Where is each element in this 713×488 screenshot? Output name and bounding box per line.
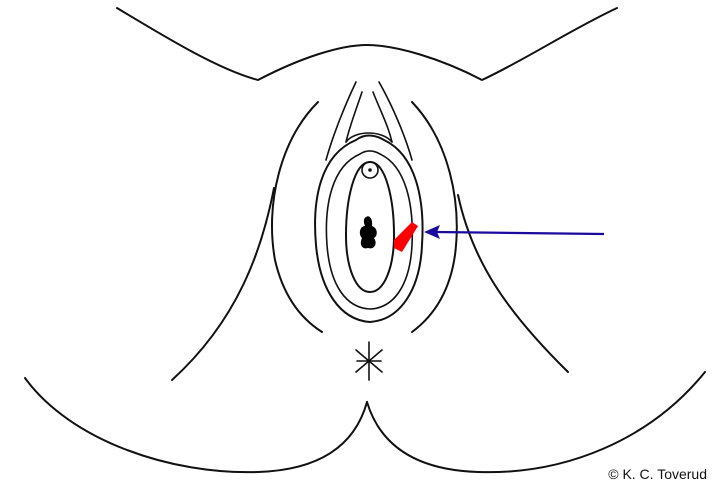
anus-marker [356,342,382,380]
copyright-credit: © K. C. Toverud [608,466,707,482]
lower-left-contour [25,378,367,472]
left-inner-curve [172,188,274,380]
outer-fold-right [412,102,457,332]
pointer-arrow-shaft [436,232,604,234]
right-inner-curve [458,195,568,372]
lower-right-contour [367,372,705,472]
vaginal-opening [360,216,377,248]
clitoris-dot [368,168,372,172]
upper-outer-contour [117,8,617,80]
red-lesion-marker [394,222,418,252]
